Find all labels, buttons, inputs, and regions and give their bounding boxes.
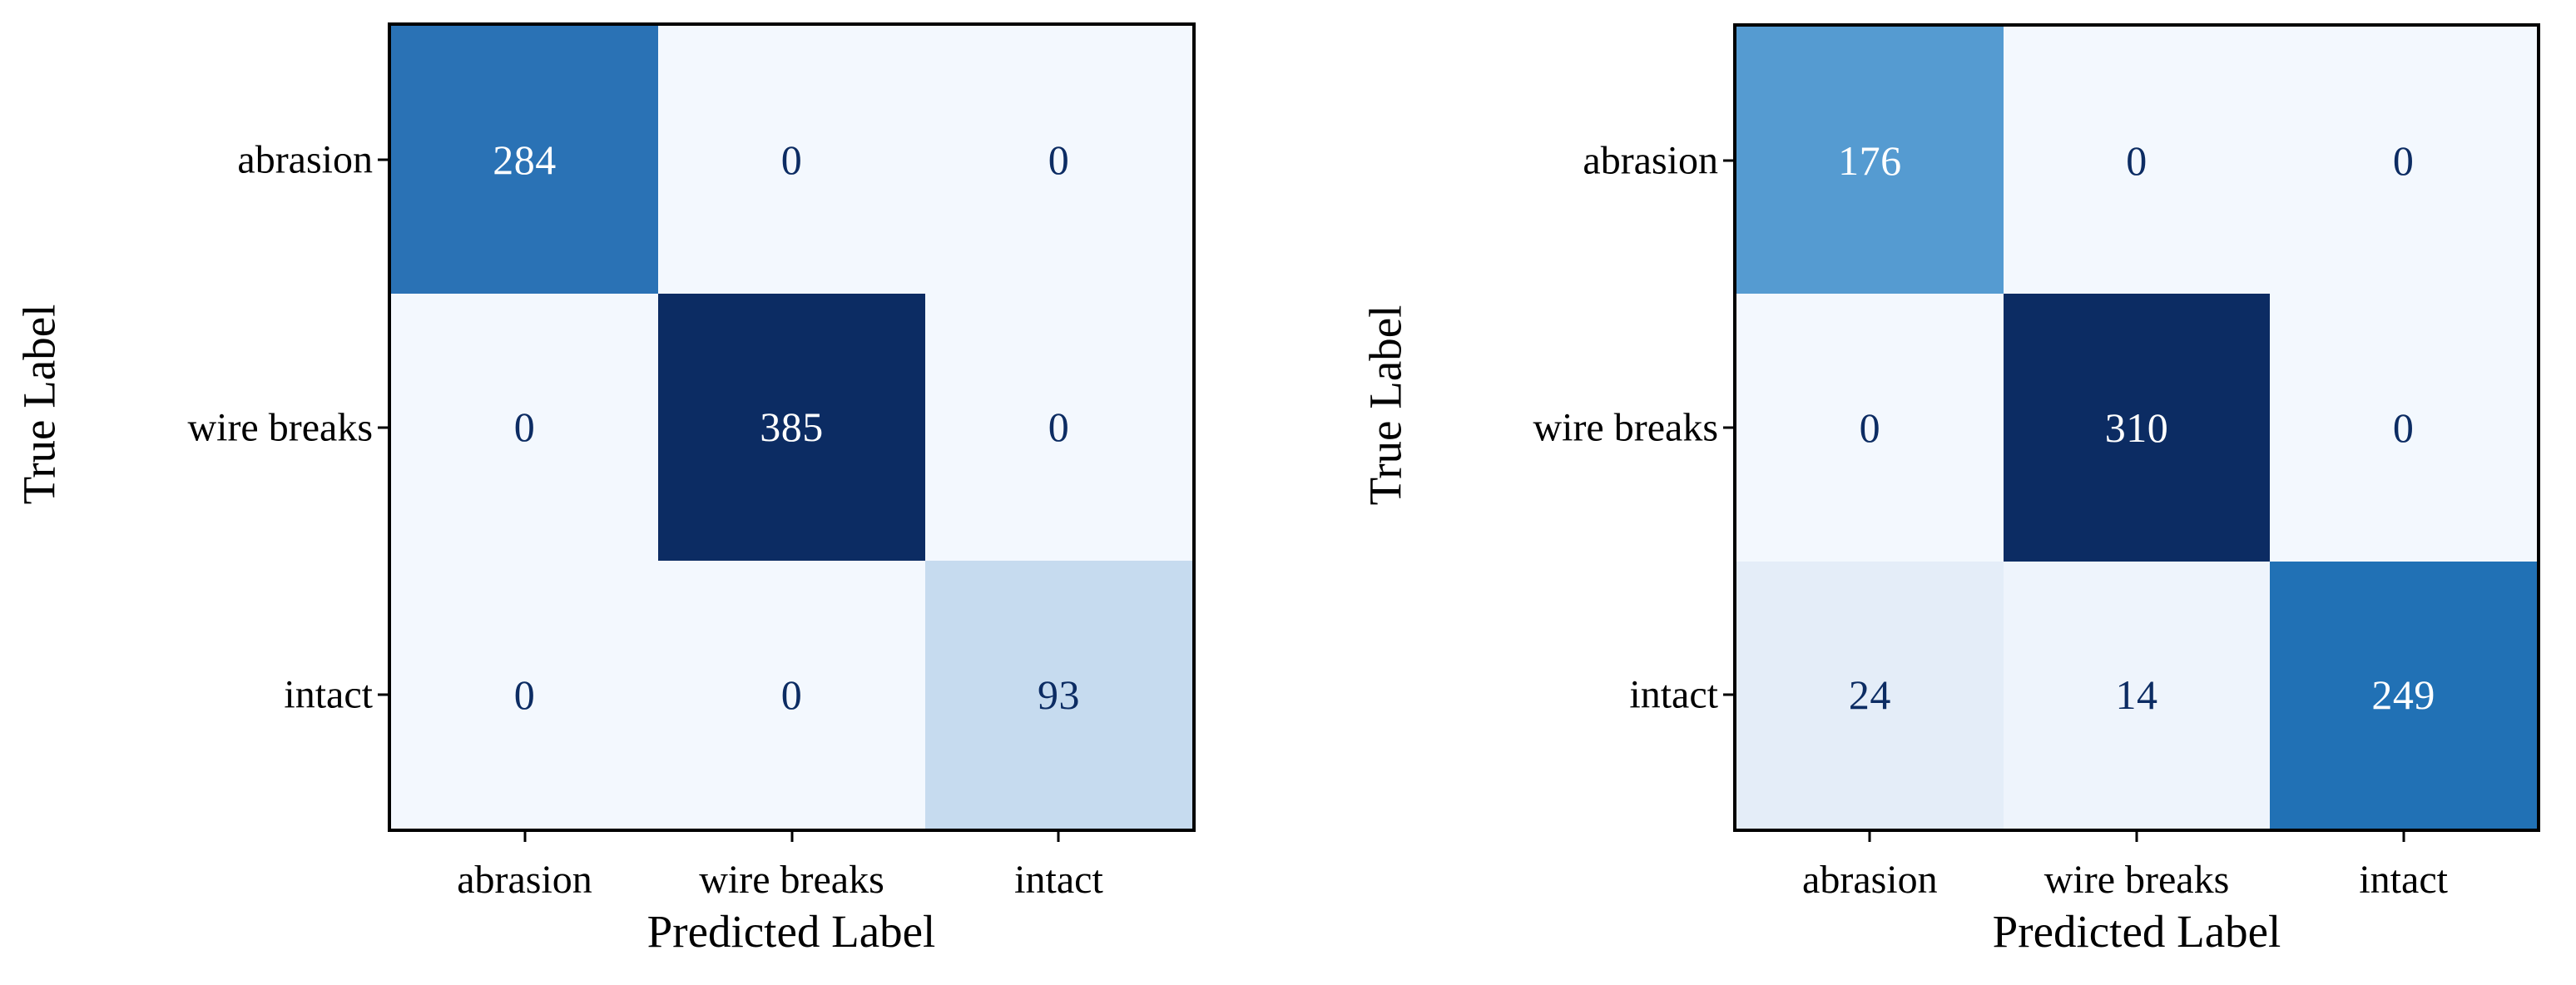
matrix-cell-r1-c0: 0 <box>391 293 658 562</box>
matrix-cell-value: 0 <box>1048 403 1070 451</box>
x-tick-label-abrasion: abrasion <box>457 858 592 902</box>
matrix-cell-value: 0 <box>2392 136 2415 184</box>
matrix-cell-r0-c1: 0 <box>2003 27 2271 295</box>
y-tickmark-2 <box>1723 693 1736 696</box>
matrix-cell-r2-c0: 24 <box>1736 561 2004 829</box>
x-tick-label-abrasion: abrasion <box>1802 858 1938 902</box>
x-axis-title-left: Predicted Label <box>646 906 936 957</box>
y-tickmark-0 <box>1723 159 1736 162</box>
matrix-cell-r1-c2: 0 <box>925 293 1192 562</box>
matrix-cell-value: 0 <box>2392 403 2415 451</box>
matrix-cell-r0-c0: 284 <box>391 26 658 294</box>
y-tickmark-1 <box>378 426 391 428</box>
panel-left: 284 0 0 0 385 0 0 0 93 abrasion wire breaks inta… <box>13 22 1196 957</box>
matrix-cell-value: 176 <box>1838 136 1902 184</box>
x-tickmark-2 <box>1057 829 1060 842</box>
y-tickmark-0 <box>378 158 391 161</box>
matrix-cell-r0-c1: 0 <box>658 26 925 294</box>
matrix-cell-r0-c2: 0 <box>2270 27 2537 295</box>
y-tick-label-abrasion: abrasion <box>237 137 373 182</box>
matrix-cell-value: 310 <box>2104 403 2169 451</box>
matrix-cell-value: 0 <box>1859 403 1881 451</box>
matrix-cell-value: 0 <box>513 671 536 719</box>
matrix-cell-value: 249 <box>2371 671 2435 719</box>
matrix-cell-r1-c1: 385 <box>658 293 925 562</box>
y-tickmark-1 <box>1723 426 1736 429</box>
x-tick-label-wire-breaks: wire breaks <box>2043 858 2230 902</box>
x-tickmark-0 <box>523 829 526 842</box>
matrix-cell-r2-c0: 0 <box>391 561 658 829</box>
matrix-cell-value: 93 <box>1038 671 1080 719</box>
confusion-matrix-right-grid: 176 0 0 0 310 0 24 14 249 <box>1736 27 2537 829</box>
matrix-cell-value: 0 <box>513 403 536 451</box>
matrix-cell-r1-c2: 0 <box>2270 294 2537 562</box>
panel-right: 176 0 0 0 310 0 24 14 249 abrasion wire breaks i… <box>1288 0 2576 985</box>
matrix-cell-r1-c1: 310 <box>2003 294 2271 562</box>
y-axis-title-left: True Label <box>13 304 65 505</box>
matrix-cell-value: 284 <box>493 136 557 183</box>
x-tick-label-intact: intact <box>2359 858 2448 902</box>
matrix-cell-r2-c1: 14 <box>2003 561 2271 829</box>
matrix-cell-r1-c0: 0 <box>1736 294 2004 562</box>
matrix-cell-value: 24 <box>1848 671 1891 719</box>
matrix-cell-r0-c2: 0 <box>925 26 1192 294</box>
matrix-cell-value: 0 <box>1048 136 1070 183</box>
y-axis-title-right: True Label <box>1360 304 1411 506</box>
y-tick-label-wire-breaks: wire breaks <box>1533 405 1718 450</box>
matrix-cell-value: 0 <box>780 136 803 183</box>
y-tick-label-intact: intact <box>284 672 373 717</box>
matrix-cell-r2-c2: 93 <box>925 561 1192 829</box>
x-tickmark-2 <box>2402 829 2405 842</box>
y-tick-label-wire-breaks: wire breaks <box>187 405 373 449</box>
y-tick-label-intact: intact <box>1629 672 1718 717</box>
x-tickmark-0 <box>1868 829 1871 842</box>
x-axis-title-right: Predicted Label <box>1992 906 2281 957</box>
x-tick-label-intact: intact <box>1014 858 1103 902</box>
confusion-matrix-left-axes: 284 0 0 0 385 0 0 0 93 abrasion wire breaks inta… <box>187 22 1196 902</box>
matrix-cell-r2-c1: 0 <box>658 561 925 829</box>
y-tickmark-2 <box>378 693 391 696</box>
matrix-cell-r0-c0: 176 <box>1736 27 2004 295</box>
confusion-matrix-right-axes: 176 0 0 0 310 0 24 14 249 abrasion wire breaks i… <box>1533 23 2540 902</box>
matrix-cell-value: 385 <box>760 403 824 451</box>
matrix-cell-value: 14 <box>2115 671 2158 719</box>
y-tick-label-abrasion: abrasion <box>1583 138 1718 183</box>
x-tickmark-1 <box>2135 829 2138 842</box>
x-tickmark-1 <box>790 829 793 842</box>
confusion-matrix-left-grid: 284 0 0 0 385 0 0 0 93 <box>391 26 1192 829</box>
matrix-cell-value: 0 <box>780 671 803 719</box>
x-tick-label-wire-breaks: wire breaks <box>699 858 884 902</box>
matrix-cell-r2-c2: 249 <box>2270 561 2537 829</box>
matrix-cell-value: 0 <box>2126 136 2147 184</box>
